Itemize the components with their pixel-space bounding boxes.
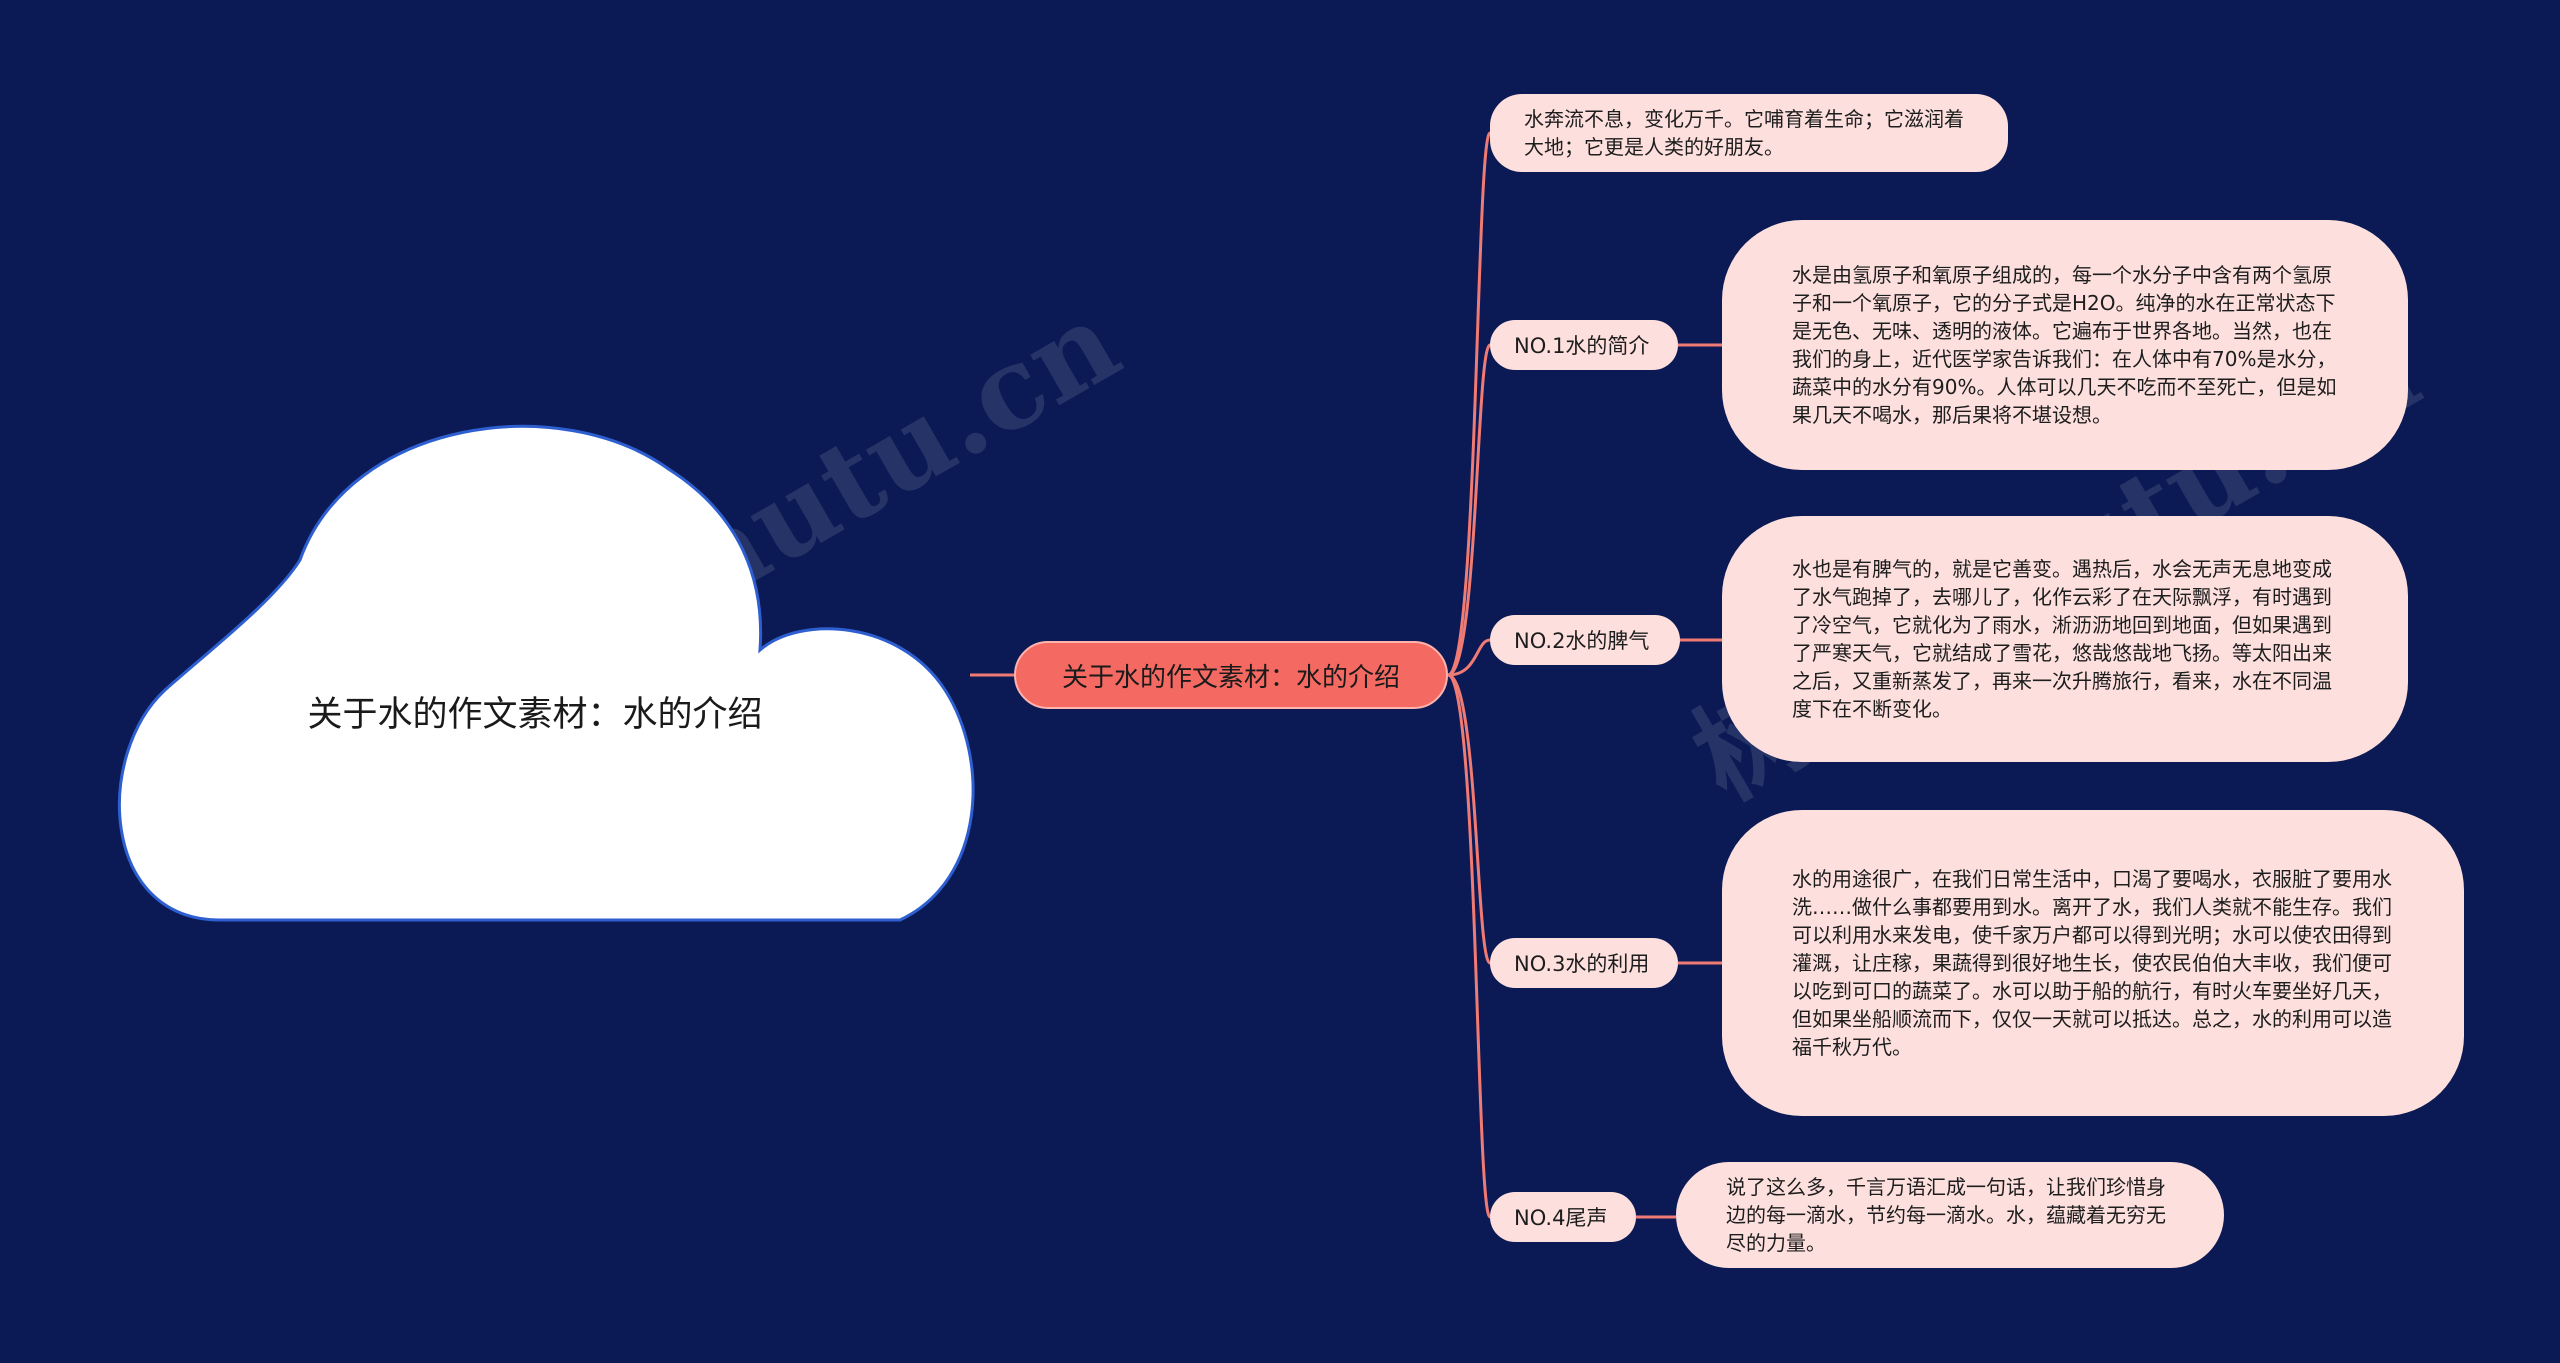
connector-branch-3 bbox=[1447, 673, 1492, 965]
branch-label: NO.1水的简介 bbox=[1514, 334, 1650, 358]
intro-node[interactable]: 水奔流不息，变化万千。它哺育着生命；它滋润着大地；它更是人类的好朋友。 bbox=[1490, 94, 2008, 172]
branch-water-use[interactable]: NO.3水的利用 bbox=[1490, 938, 1678, 988]
detail-water-use[interactable]: 水的用途很广，在我们日常生活中，口渴了要喝水，衣服脏了要用水洗……做什么事都要用… bbox=[1722, 810, 2464, 1116]
branch-intro-water[interactable]: NO.1水的简介 bbox=[1490, 320, 1678, 370]
intro-text: 水奔流不息，变化万千。它哺育着生命；它滋润着大地；它更是人类的好朋友。 bbox=[1524, 107, 1964, 159]
center-topic[interactable]: 关于水的作文素材：水的介绍 bbox=[1014, 641, 1448, 709]
branch-water-temper[interactable]: NO.2水的脾气 bbox=[1490, 615, 1680, 665]
connector-branch-1 bbox=[1447, 343, 1492, 677]
connector-branch-4 bbox=[1447, 673, 1492, 1219]
detail-water-temper[interactable]: 水也是有脾气的，就是它善变。遇热后，水会无声无息地变成了水气跑掉了，去哪儿了，化… bbox=[1722, 516, 2408, 762]
detail-text: 水的用途很广，在我们日常生活中，口渴了要喝水，衣服脏了要用水洗……做什么事都要用… bbox=[1792, 867, 2392, 1059]
cloud-title: 关于水的作文素材：水的介绍 bbox=[307, 695, 763, 735]
connector-intro bbox=[1447, 131, 1492, 677]
detail-text: 说了这么多，千言万语汇成一句话，让我们珍惜身边的每一滴水，节约每一滴水。水，蕴藏… bbox=[1726, 1175, 2166, 1255]
cloud-shape bbox=[118, 424, 975, 922]
detail-epilogue[interactable]: 说了这么多，千言万语汇成一句话，让我们珍惜身边的每一滴水，节约每一滴水。水，蕴藏… bbox=[1676, 1162, 2224, 1268]
branch-label: NO.4尾声 bbox=[1514, 1206, 1608, 1230]
detail-text: 水也是有脾气的，就是它善变。遇热后，水会无声无息地变成了水气跑掉了，去哪儿了，化… bbox=[1792, 557, 2332, 721]
connector-branch-2 bbox=[1447, 638, 1491, 677]
branch-label: NO.2水的脾气 bbox=[1514, 629, 1650, 653]
branch-epilogue[interactable]: NO.4尾声 bbox=[1490, 1192, 1636, 1242]
detail-text: 水是由氢原子和氧原子组成的，每一个水分子中含有两个氢原子和一个氧原子，它的分子式… bbox=[1792, 263, 2337, 427]
branch-label: NO.3水的利用 bbox=[1514, 952, 1650, 976]
detail-intro-water[interactable]: 水是由氢原子和氧原子组成的，每一个水分子中含有两个氢原子和一个氧原子，它的分子式… bbox=[1722, 220, 2408, 470]
